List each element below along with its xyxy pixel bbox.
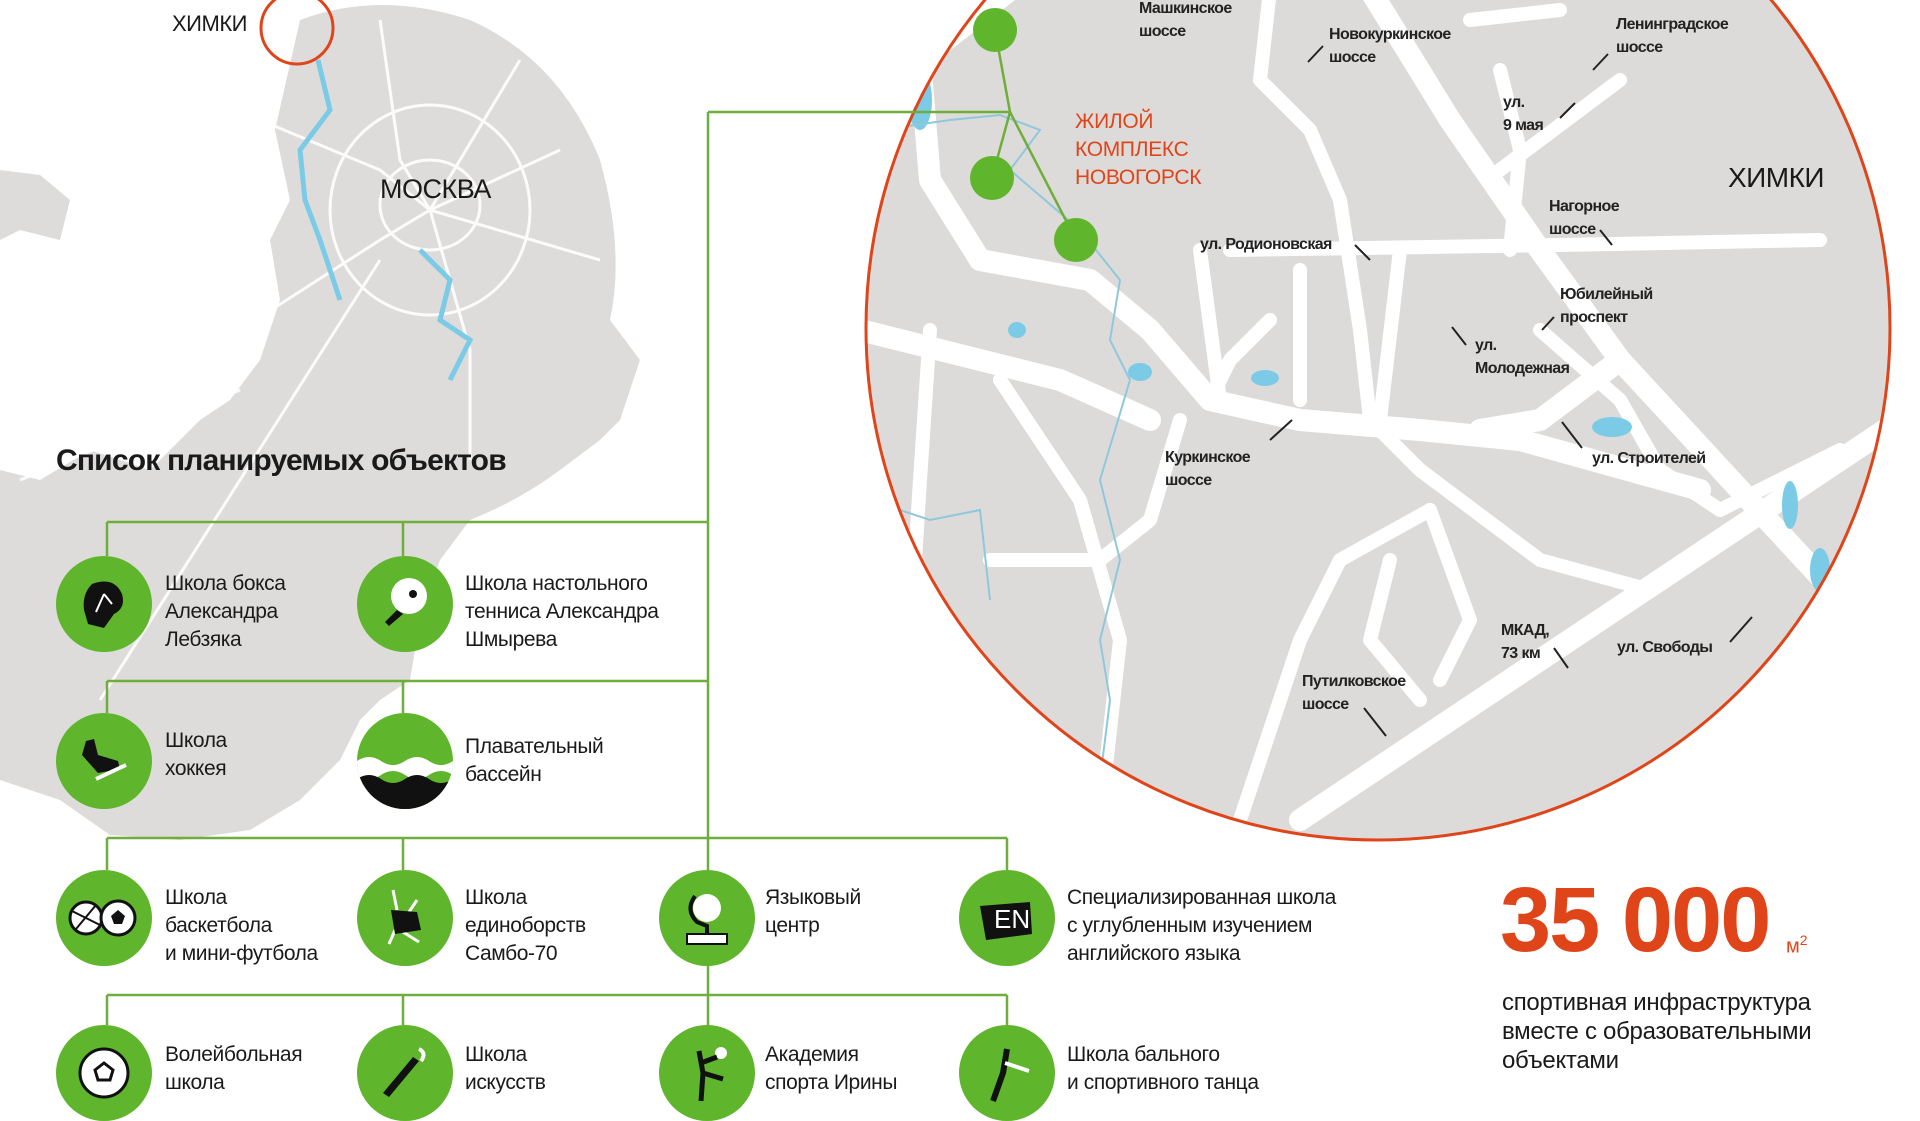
complex-marker	[1054, 218, 1098, 262]
area-stat-description: спортивная инфраструктура вместе с образ…	[1502, 989, 1812, 1074]
gymnast-icon	[659, 1025, 755, 1121]
swimming-pool-icon	[357, 713, 453, 809]
complex-marker	[973, 8, 1017, 52]
volleyball-icon	[56, 1025, 152, 1121]
area-stat-value: 35 000	[1500, 869, 1771, 971]
himki-highlight-circle	[259, 0, 335, 66]
table-tennis-icon	[357, 556, 453, 652]
connector-tree	[105, 8, 1098, 1080]
detail-map-border	[864, 0, 1892, 842]
complex-marker	[970, 156, 1014, 200]
area-stat-unit: м2	[1786, 932, 1808, 958]
street-label-mkad: МКАД,73 км	[1501, 622, 1550, 662]
complex-line: ЖИЛОЙ	[1075, 110, 1154, 133]
overview-moscow-label: МОСКВА	[380, 174, 491, 204]
list-title: Список планируемых объектов	[56, 444, 507, 477]
street-label-stroiteley: ул. Строителей	[1592, 450, 1706, 467]
hockey-skate-icon	[56, 713, 152, 809]
street-label-molodezhnaya: ул.Молодежная	[1475, 337, 1570, 377]
paintbrush-icon	[357, 1025, 453, 1121]
overview-himki-label: ХИМКИ	[172, 11, 247, 36]
en-badge-icon: EN	[959, 870, 1055, 966]
dancer-icon	[959, 1025, 1055, 1121]
wrestling-icon	[357, 870, 453, 966]
boxing-glove-icon	[56, 556, 152, 652]
basketball-football-icon	[56, 870, 152, 966]
complex-line: КОМПЛЕКС	[1075, 138, 1189, 161]
street-label-9-maya: ул.9 мая	[1503, 94, 1544, 134]
residential-complex-label: ЖИЛОЙ КОМПЛЕКС НОВОГОРСК	[1075, 108, 1201, 192]
globe-book-icon	[659, 870, 755, 966]
overview-map	[0, 0, 640, 840]
street-label-svobody: ул. Свободы	[1617, 639, 1713, 656]
detail-himki-label: ХИМКИ	[1728, 162, 1825, 193]
detail-map	[864, 0, 1892, 842]
en-badge-text: EN	[994, 904, 1030, 934]
complex-line: НОВОГОРСК	[1075, 166, 1202, 189]
street-label-rodionovskaya: ул. Родионовская	[1200, 236, 1332, 253]
